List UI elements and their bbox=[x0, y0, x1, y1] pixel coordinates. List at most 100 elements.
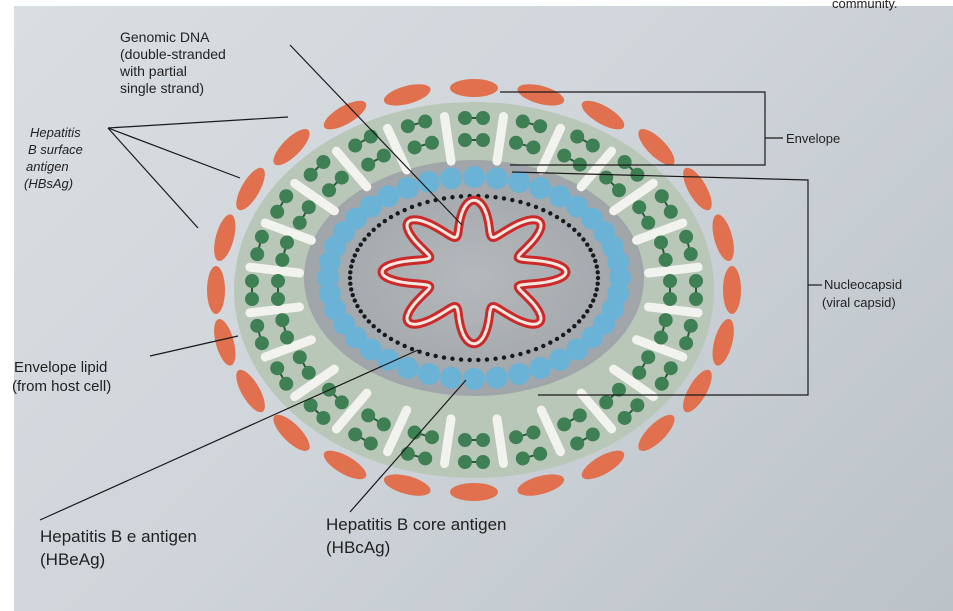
e-antigen-dot bbox=[555, 337, 559, 341]
surface-antigen-hbsag bbox=[450, 483, 498, 501]
envelope-protein-bead bbox=[293, 350, 307, 364]
envelope-protein-bead bbox=[279, 189, 293, 203]
e-antigen-dot bbox=[417, 202, 421, 206]
e-antigen-dot bbox=[595, 282, 599, 286]
e-antigen-dot bbox=[467, 358, 471, 362]
envelope-protein-bead bbox=[418, 451, 432, 465]
hbcag-label: Hepatitis B core antigen (HBcAg) bbox=[326, 515, 511, 557]
envelope-protein-bead bbox=[364, 436, 378, 450]
envelope-protein-bead bbox=[304, 168, 318, 182]
e-antigen-dot bbox=[389, 215, 393, 219]
e-antigen-dot bbox=[450, 357, 454, 361]
envelope-protein-bead bbox=[335, 395, 349, 409]
surface-antigen-hbsag bbox=[450, 79, 498, 97]
envelope-protein-bead bbox=[664, 205, 678, 219]
envelope-lipid-label: Envelope lipid (from host cell) bbox=[12, 359, 112, 395]
e-antigen-dot bbox=[348, 270, 352, 274]
e-antigen-dot bbox=[359, 309, 363, 313]
envelope-protein-bead bbox=[476, 455, 490, 469]
envelope-protein-bead bbox=[250, 247, 264, 261]
e-antigen-dot bbox=[593, 259, 597, 263]
envelope-protein-bead bbox=[684, 247, 698, 261]
surface-antigen-hbsag bbox=[723, 266, 741, 314]
e-antigen-dot bbox=[596, 276, 600, 280]
e-antigen-dot bbox=[591, 253, 595, 257]
envelope-protein-bead bbox=[684, 319, 698, 333]
envelope-protein-bead bbox=[599, 171, 613, 185]
envelope-protein-bead bbox=[663, 274, 677, 288]
e-antigen-dot bbox=[377, 223, 381, 227]
genomic-dna-label: Genomic DNA (double-stranded with partia… bbox=[119, 29, 230, 96]
envelope-protein-bead bbox=[659, 313, 673, 327]
envelope-protein-bead bbox=[275, 253, 289, 267]
envelope-protein-bead bbox=[654, 235, 668, 249]
envelope-protein-bead bbox=[679, 336, 693, 350]
envelope-protein-bead bbox=[377, 417, 391, 431]
envelope-protein-bead bbox=[641, 350, 655, 364]
e-antigen-dot bbox=[383, 219, 387, 223]
envelope-protein-bead bbox=[348, 139, 362, 153]
envelope-protein-bead bbox=[632, 366, 646, 380]
e-antigen-dot bbox=[359, 242, 363, 246]
core-antigen-hbcag bbox=[607, 251, 629, 273]
e-antigen-dot bbox=[510, 354, 514, 358]
e-antigen-dot bbox=[450, 195, 454, 199]
surface-antigen-hbsag bbox=[708, 212, 738, 263]
envelope-protein-bead bbox=[679, 230, 693, 244]
core-antigen-hbcag bbox=[463, 166, 485, 188]
envelope-protein-bead bbox=[302, 200, 316, 214]
envelope-protein-bead bbox=[361, 408, 375, 422]
envelope-protein-bead bbox=[458, 111, 472, 125]
envelope-protein-bead bbox=[618, 155, 632, 169]
envelope-protein-bead bbox=[655, 189, 669, 203]
envelope-label: Envelope bbox=[786, 131, 840, 146]
e-antigen-dot bbox=[433, 354, 437, 358]
e-antigen-dot bbox=[362, 237, 366, 241]
e-antigen-dot bbox=[410, 205, 414, 209]
e-antigen-dot bbox=[493, 195, 497, 199]
core-antigen-hbcag bbox=[549, 349, 571, 371]
envelope-protein-bead bbox=[557, 149, 571, 163]
e-antigen-dot bbox=[555, 215, 559, 219]
e-antigen-dot bbox=[383, 333, 387, 337]
envelope-protein-bead bbox=[599, 395, 613, 409]
envelope-protein-bead bbox=[377, 149, 391, 163]
e-antigen-dot bbox=[577, 319, 581, 323]
e-antigen-dot bbox=[351, 259, 355, 263]
envelope-protein-bead bbox=[458, 433, 472, 447]
envelope-protein-bead bbox=[401, 119, 415, 133]
e-antigen-dot bbox=[591, 298, 595, 302]
e-antigen-dot bbox=[371, 228, 375, 232]
e-antigen-dot bbox=[526, 202, 530, 206]
e-antigen-dot bbox=[353, 253, 357, 257]
hbsag-leader-3 bbox=[108, 128, 198, 228]
e-antigen-dot bbox=[348, 276, 352, 280]
surface-antigen-hbsag bbox=[515, 470, 566, 500]
envelope-protein-bead bbox=[618, 411, 632, 425]
envelope-protein-bead bbox=[586, 427, 600, 441]
envelope-protein-bead bbox=[279, 377, 293, 391]
e-antigen-dot bbox=[593, 293, 597, 297]
core-antigen-hbcag bbox=[486, 367, 508, 389]
envelope-protein-bead bbox=[425, 136, 439, 150]
e-antigen-dot bbox=[595, 270, 599, 274]
nucleocapsid-core bbox=[304, 160, 644, 396]
envelope-protein-bead bbox=[270, 361, 284, 375]
envelope-protein-bead bbox=[557, 417, 571, 431]
e-antigen-dot bbox=[534, 205, 538, 209]
e-antigen-dot bbox=[588, 304, 592, 308]
e-antigen-dot bbox=[595, 287, 599, 291]
e-antigen-dot bbox=[377, 329, 381, 333]
e-antigen-dot bbox=[577, 232, 581, 236]
envelope-protein-bead bbox=[271, 274, 285, 288]
e-antigen-dot bbox=[353, 298, 357, 302]
surface-antigen-hbsag bbox=[382, 80, 433, 110]
e-antigen-dot bbox=[585, 309, 589, 313]
hbsag-leader-1 bbox=[108, 117, 288, 128]
envelope-protein-bead bbox=[663, 292, 677, 306]
e-antigen-dot bbox=[402, 208, 406, 212]
core-antigen-hbcag bbox=[418, 363, 440, 385]
envelope-protein-bead bbox=[302, 366, 316, 380]
nucleocapsid-label: Nucleocapsid (viral capsid) bbox=[822, 277, 906, 310]
